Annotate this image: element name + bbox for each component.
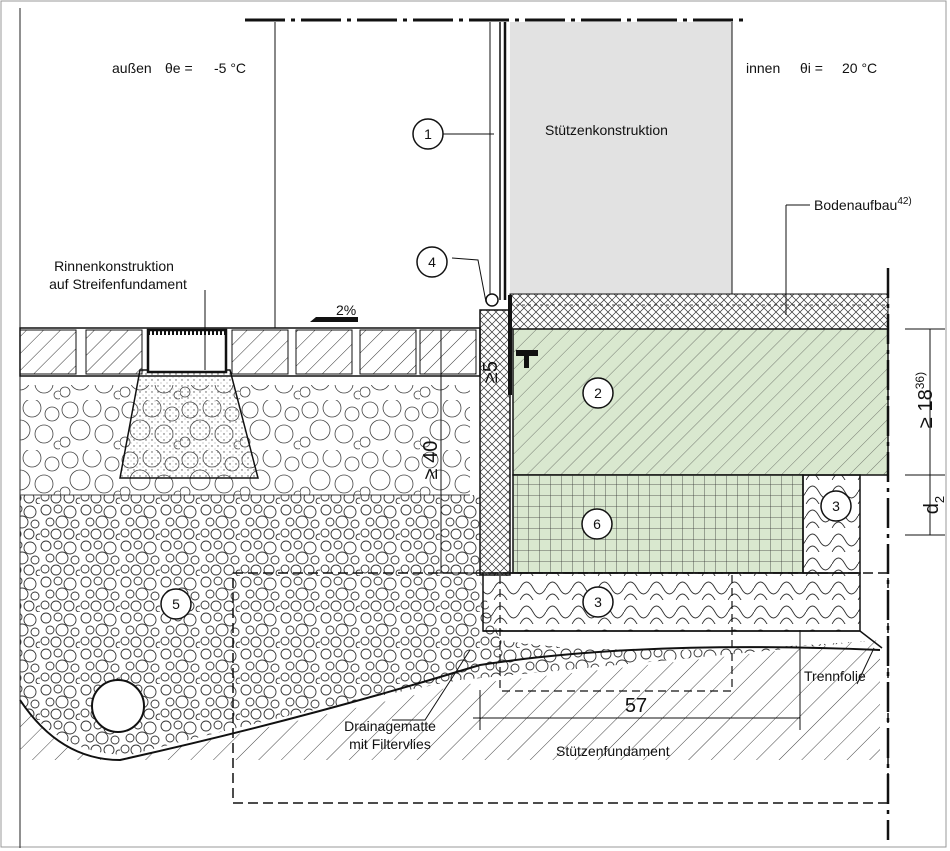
foundation-label: Stützenfundament [556, 743, 670, 759]
dim-width [473, 630, 801, 730]
dim-width-text: 57 [625, 695, 647, 717]
column-foundation-outline [232, 572, 889, 804]
marker-6: 6 [581, 508, 613, 540]
inside-value: 20 °C [842, 60, 877, 76]
inside-symbol: θi = [800, 60, 823, 76]
drain-leader [392, 649, 471, 721]
inside-label: innen [746, 60, 780, 76]
gutter-label-2: auf Streifenfundament [49, 276, 187, 292]
dim-slab [905, 328, 945, 536]
svg-text:2: 2 [594, 385, 602, 401]
paving-row [19, 327, 481, 377]
separation-foil [483, 630, 883, 649]
marker4-leader [451, 257, 487, 303]
marker-4: 4 [416, 246, 448, 278]
plinth-strip [479, 309, 511, 576]
slope-arrow [310, 317, 358, 322]
svg-text:1: 1 [424, 126, 432, 142]
gutter-label-1: Rinnenkonstruktion [54, 258, 174, 274]
svg-text:4: 4 [428, 254, 436, 270]
drain-label-2: mit Filtervlies [349, 736, 431, 752]
insulation-right [802, 474, 861, 574]
natural-soil [20, 640, 880, 760]
marker-5: 5 [160, 588, 192, 620]
slope-label: 2% [336, 302, 356, 318]
outside-symbol: θe = [165, 60, 193, 76]
marker-1: 1 [412, 118, 444, 150]
marker-3a: 3 [820, 490, 852, 522]
svg-text:3: 3 [832, 498, 840, 514]
marker-3b: 3 [582, 586, 614, 618]
foundation-curve [19, 646, 881, 762]
dim-insulation-text: d2 [921, 496, 947, 514]
column-body [510, 22, 732, 294]
separation-label: Trennfolie [804, 668, 866, 684]
marker-2: 2 [582, 377, 614, 409]
foil-leader [856, 647, 875, 685]
svg-text:5: 5 [172, 596, 180, 612]
drain-pipe [91, 679, 145, 733]
insulation-bottom [482, 572, 861, 632]
drain-label-1: Drainagematte [344, 718, 436, 734]
column-label: Stützenkonstruktion [545, 122, 668, 138]
floor-label: Bodenaufbau42) [814, 196, 912, 213]
dim-depth-text: ≥ 40 [420, 441, 442, 480]
svg-text:6: 6 [593, 516, 601, 532]
dim-slab-text: ≥ 1836) [913, 372, 937, 428]
floor-buildup [509, 293, 889, 330]
dim-depth [432, 330, 475, 574]
lower-gravel [20, 495, 880, 755]
svg-text:3: 3 [594, 594, 602, 610]
gutter-channel [146, 328, 228, 374]
dim-gap-text: ≥5 [480, 361, 502, 383]
outside-value: -5 °C [214, 60, 246, 76]
outside-label: außen [112, 60, 152, 76]
